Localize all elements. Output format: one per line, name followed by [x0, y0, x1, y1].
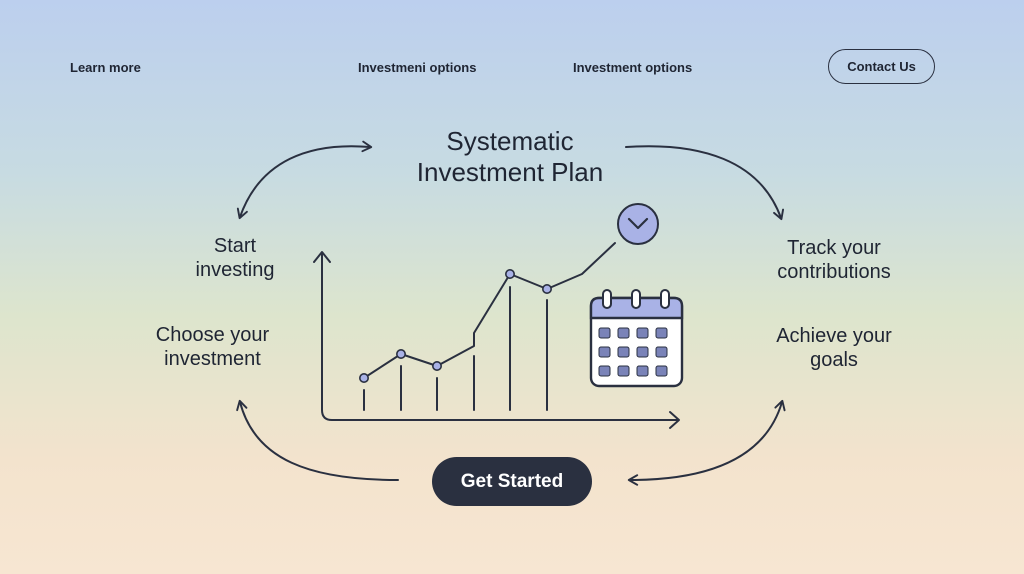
chart-points — [358, 268, 552, 383]
step-achieve-line-1: Achieve your — [776, 325, 892, 347]
nav-learn-more[interactable]: Learn more — [70, 60, 141, 75]
step-choose-line-2: investment — [164, 348, 261, 370]
cycle-arrow-icon — [236, 140, 786, 486]
title-line-2: Investment Plan — [416, 157, 604, 187]
line-chart-icon — [313, 242, 680, 429]
contact-us-button[interactable]: Contact Us — [828, 49, 935, 84]
step-start-investing: Start investing — [150, 234, 320, 282]
step-track-line-1: Track your — [787, 237, 881, 259]
get-started-button[interactable]: Get Started — [432, 457, 592, 506]
nav-investment-options-1[interactable]: Investmeni options — [358, 60, 477, 75]
step-start-line-2: investing — [195, 259, 275, 281]
chevron-down-icon — [617, 203, 659, 245]
nav-investment-options-2[interactable]: Investment options — [573, 60, 693, 75]
step-achieve-line-2: goals — [810, 349, 858, 371]
step-achieve-goals: Achieve your goals — [748, 324, 920, 372]
step-track-contributions: Track your contributions — [748, 236, 920, 284]
step-choose-investment: Choose your investment — [120, 323, 305, 371]
page-title: Systematic Investment Plan — [360, 126, 660, 188]
title-line-1: Systematic — [446, 126, 574, 156]
step-choose-line-1: Choose your — [155, 324, 270, 346]
step-track-line-2: contributions — [777, 261, 891, 283]
calendar-icon — [589, 289, 684, 388]
step-start-line-1: Start — [213, 235, 257, 257]
